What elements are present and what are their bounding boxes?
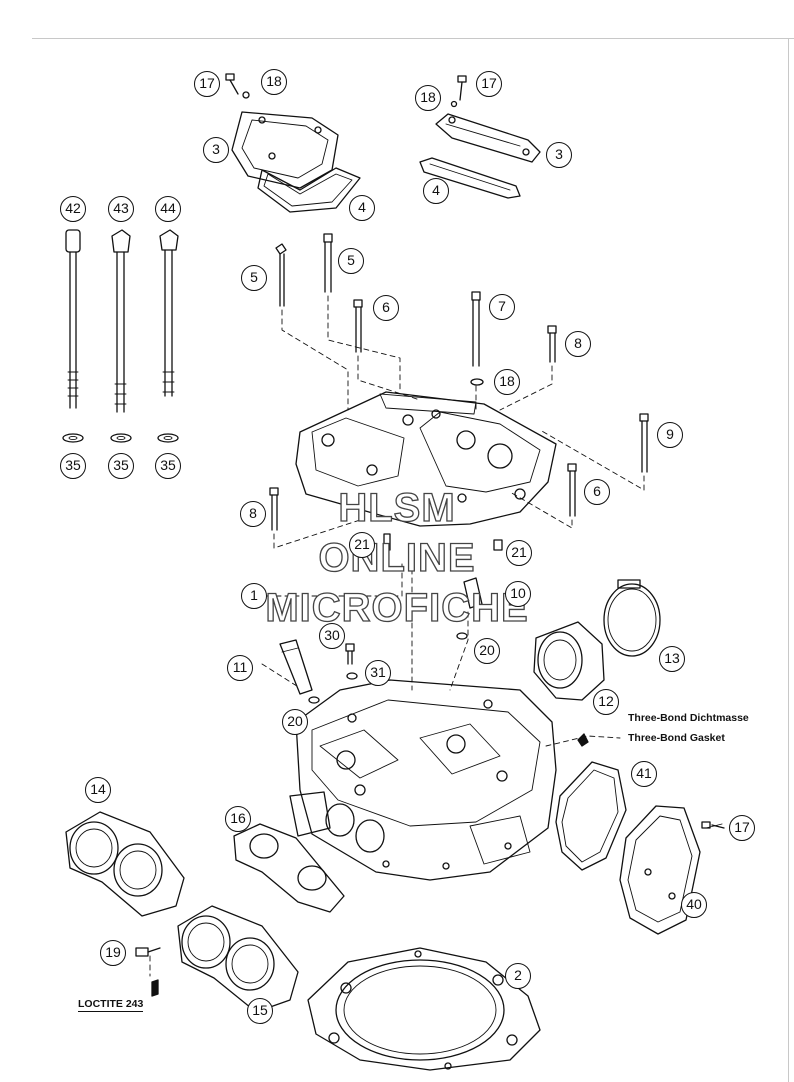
- callout-12: 12: [593, 689, 619, 715]
- callout-18: 18: [494, 369, 520, 395]
- callout-9: 9: [657, 422, 683, 448]
- callout-30: 30: [319, 623, 345, 649]
- watermark-line-3: MICROFICHE: [265, 585, 529, 630]
- callout-14: 14: [85, 777, 111, 803]
- callout-6: 6: [584, 479, 610, 505]
- note-threebond-de: Three-Bond Dichtmasse: [628, 712, 749, 724]
- callout-11: 11: [227, 655, 253, 681]
- note-threebond-en: Three-Bond Gasket: [628, 732, 725, 744]
- stud-44: [157, 229, 179, 443]
- valve-cover-gasket-right: [419, 157, 521, 199]
- stud-42: [62, 229, 84, 443]
- camshaft-carrier: [295, 391, 557, 527]
- top-border: [32, 38, 794, 39]
- sealant-drop: [577, 733, 589, 747]
- gasket-16: [233, 823, 345, 913]
- hose-clamp-13: [603, 579, 661, 657]
- valve-cover-right: [435, 113, 541, 163]
- callout-17: 17: [476, 71, 502, 97]
- spark-plug-tube-11: [279, 639, 320, 704]
- callout-31: 31: [365, 660, 391, 686]
- callout-7: 7: [489, 294, 515, 320]
- callout-42: 42: [60, 196, 86, 222]
- note-loctite: LOCTITE 243: [78, 998, 144, 1012]
- callout-6: 6: [373, 295, 399, 321]
- valve-cover-gasket-left: [257, 167, 361, 213]
- callout-4: 4: [349, 195, 375, 221]
- stud-43: [110, 229, 132, 443]
- watermark-line-2: ONLINE: [318, 535, 476, 580]
- exhaust-flange-14: [65, 811, 185, 917]
- callout-15: 15: [247, 998, 273, 1024]
- callout-35: 35: [60, 453, 86, 479]
- callout-44: 44: [155, 196, 181, 222]
- callout-35: 35: [155, 453, 181, 479]
- head-gasket-2: [307, 947, 541, 1071]
- dowel-pins: [383, 533, 503, 551]
- screw-19: [135, 947, 161, 997]
- cylinder-head: [289, 679, 557, 881]
- cover-40: [619, 805, 701, 935]
- callout-16: 16: [225, 806, 251, 832]
- callout-41: 41: [631, 761, 657, 787]
- callout-8: 8: [565, 331, 591, 357]
- callout-1: 1: [241, 583, 267, 609]
- spark-plug-tube-10: [456, 577, 483, 640]
- exhaust-flange-15: [177, 905, 299, 1013]
- leader-lines: [149, 295, 723, 977]
- callout-35: 35: [108, 453, 134, 479]
- bolt-17-top-left: [225, 73, 250, 99]
- bolts-30-31: [345, 643, 358, 680]
- bolts-camshaft-carrier: [269, 233, 649, 531]
- right-border: [788, 38, 789, 1082]
- callout-17: 17: [729, 815, 755, 841]
- intake-flange-12: [533, 621, 605, 701]
- callout-19: 19: [100, 940, 126, 966]
- callout-21: 21: [349, 532, 375, 558]
- callout-20: 20: [282, 709, 308, 735]
- callout-3: 3: [546, 142, 572, 168]
- callout-43: 43: [108, 196, 134, 222]
- callout-8: 8: [240, 501, 266, 527]
- callout-20: 20: [474, 638, 500, 664]
- callout-3: 3: [203, 137, 229, 163]
- valve-cover-left: [231, 111, 339, 189]
- callout-17: 17: [194, 71, 220, 97]
- callout-4: 4: [423, 178, 449, 204]
- callout-13: 13: [659, 646, 685, 672]
- callout-21: 21: [506, 540, 532, 566]
- callout-5: 5: [241, 265, 267, 291]
- callout-18: 18: [261, 69, 287, 95]
- callout-5: 5: [338, 248, 364, 274]
- watermark-line-1: HLSM: [338, 485, 456, 530]
- callout-2: 2: [505, 963, 531, 989]
- bolt-17-top-right: [450, 75, 467, 108]
- callout-18: 18: [415, 85, 441, 111]
- gasket-41: [555, 761, 627, 871]
- callout-10: 10: [505, 581, 531, 607]
- bolt-17-cover: [701, 821, 725, 829]
- callout-40: 40: [681, 892, 707, 918]
